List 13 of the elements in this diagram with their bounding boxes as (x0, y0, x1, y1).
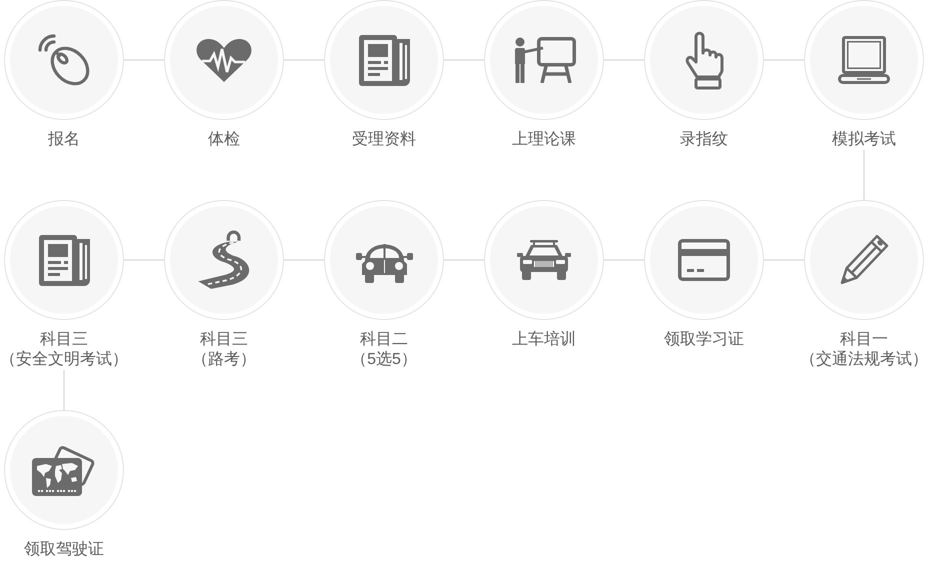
step-label: 科目二（5选5） (351, 331, 417, 368)
step-label: 模拟考试 (832, 131, 896, 148)
step-label: 领取学习证 (664, 331, 744, 348)
step-label: 科目一（交通法规考试） (800, 331, 928, 368)
step-label: 上车培训 (512, 331, 576, 348)
step-label: 科目三（路考） (192, 331, 256, 368)
step-label: 报名 (48, 131, 80, 148)
step-label: 受理资料 (352, 131, 416, 148)
step-label: 科目三（安全文明考试） (0, 331, 128, 368)
step-label: 领取驾驶证 (24, 541, 104, 558)
step-label: 录指纹 (680, 131, 728, 148)
step-label: 上理论课 (512, 131, 576, 148)
step-label: 体检 (208, 131, 240, 148)
